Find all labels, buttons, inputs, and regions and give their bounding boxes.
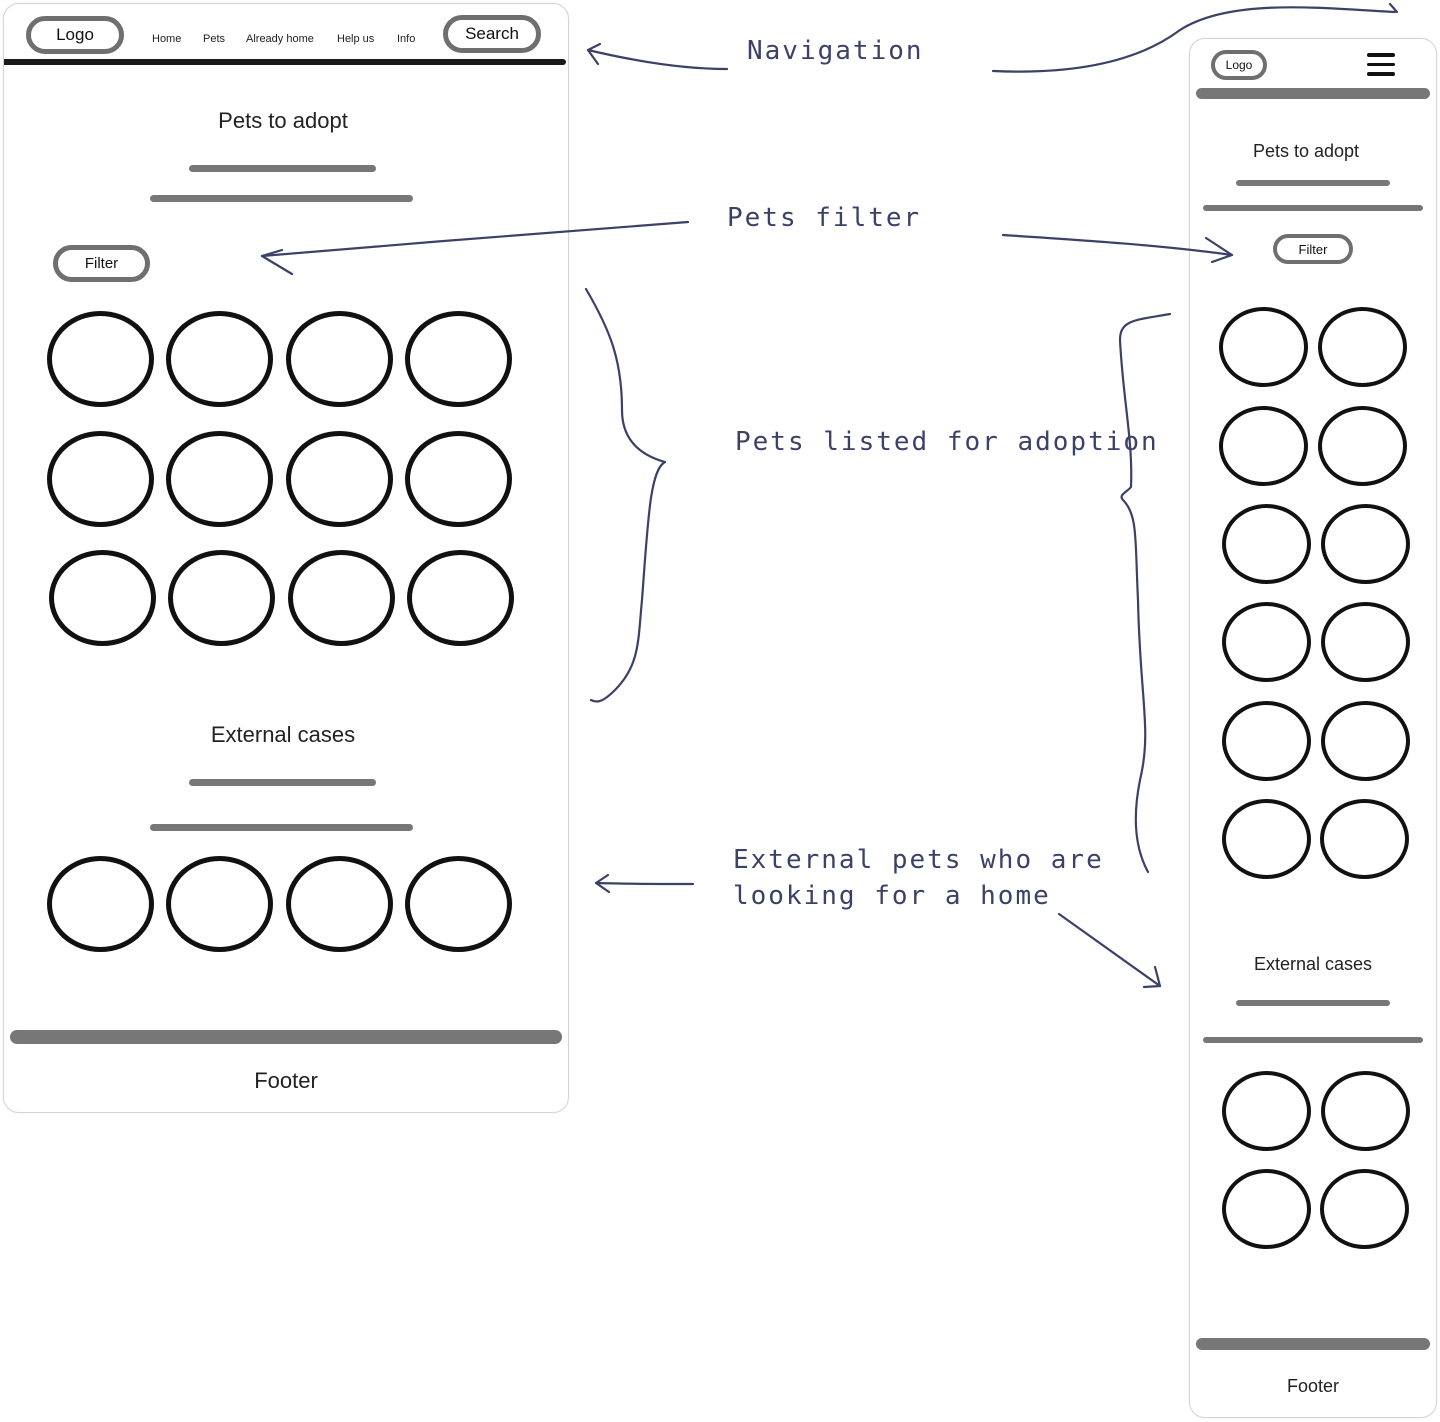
pets-heading: Pets to adopt — [218, 108, 348, 133]
pet-card[interactable] — [1219, 406, 1308, 486]
text-placeholder-bar — [1203, 1037, 1423, 1043]
navigation-arrow — [586, 48, 729, 71]
pet-card[interactable] — [1318, 307, 1407, 387]
pet-card[interactable] — [288, 550, 395, 646]
text-placeholder-bar — [150, 824, 413, 831]
pet-card[interactable] — [1222, 504, 1311, 584]
annotation-pets-listed: Pets listed for adoption — [735, 427, 1159, 457]
pets-brace-desktop — [584, 287, 667, 703]
desktop-wireframe: Logo Home Pets Already home Help us Info… — [3, 3, 569, 1113]
pet-card[interactable] — [1222, 701, 1311, 781]
pet-card[interactable] — [47, 431, 154, 527]
pet-card[interactable] — [1320, 799, 1409, 879]
annotation-external-line1: External pets who are — [733, 845, 1104, 875]
search-label: Search — [465, 24, 519, 43]
nav-divider — [1196, 88, 1430, 99]
external-pet-card[interactable] — [1222, 1071, 1311, 1151]
external-pet-card[interactable] — [1320, 1169, 1409, 1249]
filter-label: Filter — [84, 255, 119, 272]
pet-card[interactable] — [49, 550, 156, 646]
nav-link-info[interactable]: Info — [397, 33, 416, 45]
pet-card[interactable] — [286, 431, 393, 527]
logo-button[interactable]: Logo — [1211, 50, 1267, 80]
pet-card[interactable] — [286, 311, 393, 407]
pet-card[interactable] — [1222, 799, 1311, 879]
logo-label: Logo — [56, 25, 94, 44]
external-cases-heading: External cases — [210, 722, 356, 747]
pet-card[interactable] — [1321, 602, 1410, 682]
text-placeholder-bar — [1236, 1000, 1390, 1006]
pet-card[interactable] — [1222, 602, 1311, 682]
pet-card[interactable] — [1219, 307, 1308, 387]
text-placeholder-bar — [189, 779, 376, 786]
external-pet-card[interactable] — [47, 856, 154, 952]
nav-divider — [4, 59, 566, 65]
nav-link-already-home[interactable]: Already home — [246, 33, 314, 45]
text-placeholder-bar — [150, 195, 413, 202]
pet-card[interactable] — [405, 311, 512, 407]
external-arrow-mobile — [1057, 912, 1162, 988]
external-pet-card[interactable] — [166, 856, 273, 952]
text-placeholder-bar — [189, 165, 376, 172]
search-button[interactable]: Search — [443, 15, 541, 53]
pet-card[interactable] — [405, 431, 512, 527]
pet-card[interactable] — [407, 550, 514, 646]
pet-card[interactable] — [166, 311, 273, 407]
external-arrow-desktop — [594, 881, 695, 886]
pet-card[interactable] — [1321, 701, 1410, 781]
external-pet-card[interactable] — [1321, 1071, 1410, 1151]
pets-heading: Pets to adopt — [1252, 141, 1360, 161]
annotation-navigation: Navigation — [747, 36, 924, 66]
external-pet-card[interactable] — [286, 856, 393, 952]
external-cases-heading: External cases — [1253, 954, 1373, 974]
pet-card[interactable] — [166, 431, 273, 527]
external-pet-card[interactable] — [1222, 1169, 1311, 1249]
footer-label: Footer — [254, 1068, 318, 1093]
hamburger-menu-icon[interactable] — [1367, 53, 1395, 82]
filter-button[interactable]: Filter — [1273, 234, 1353, 264]
logo-label: Logo — [1225, 58, 1253, 72]
pet-card[interactable] — [1321, 504, 1410, 584]
external-pet-card[interactable] — [405, 856, 512, 952]
footer-divider — [10, 1030, 562, 1044]
mobile-wireframe: Logo Pets to adopt Filter External cases… — [1189, 38, 1437, 1418]
nav-link-home[interactable]: Home — [152, 33, 182, 45]
text-placeholder-bar — [1236, 180, 1390, 186]
text-placeholder-bar — [1203, 205, 1423, 211]
annotation-pets-filter: Pets filter — [727, 203, 922, 233]
nav-link-pets[interactable]: Pets — [203, 33, 226, 45]
footer-divider — [1196, 1338, 1430, 1350]
filter-label: Filter — [1298, 241, 1328, 257]
pet-card[interactable] — [47, 311, 154, 407]
footer-label: Footer — [1286, 1376, 1340, 1396]
filter-button[interactable]: Filter — [53, 245, 150, 282]
pet-card[interactable] — [1318, 406, 1407, 486]
pets-brace-mobile — [1118, 312, 1172, 874]
annotation-external-line2: looking for a home — [733, 881, 1051, 911]
logo-button[interactable]: Logo — [26, 16, 124, 54]
nav-link-help-us[interactable]: Help us — [337, 33, 375, 45]
pet-card[interactable] — [168, 550, 275, 646]
